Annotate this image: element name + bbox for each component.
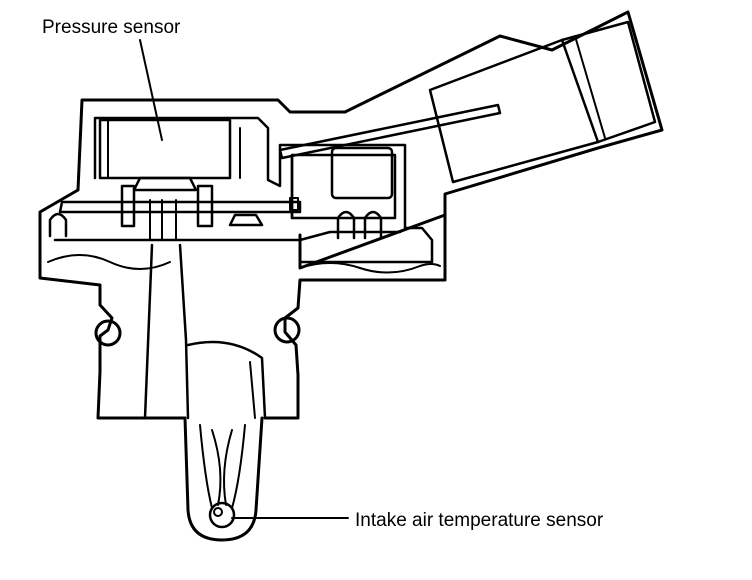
- connector-housing: [278, 10, 664, 270]
- intake-air-temperature-sensor-label: Intake air temperature sensor: [355, 510, 604, 531]
- o-rings: [94, 316, 301, 347]
- terminal-frame: [48, 146, 397, 240]
- pressure-sensor-element: [98, 118, 241, 241]
- intake-air-temperature-sensor-element: [208, 501, 236, 529]
- pressure-sensor-label: Pressure sensor: [42, 17, 181, 38]
- temperature-probe: [183, 416, 264, 542]
- sensor-stem: [143, 243, 267, 420]
- pressure-sensor-leader-line: [139, 39, 163, 141]
